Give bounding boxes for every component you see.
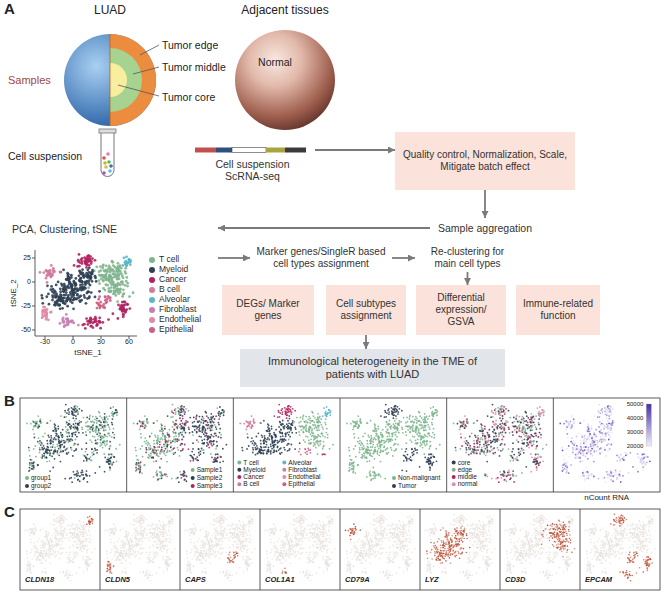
figure-page: Cell suspension ScRNA-seqQuality control… [0,0,666,594]
